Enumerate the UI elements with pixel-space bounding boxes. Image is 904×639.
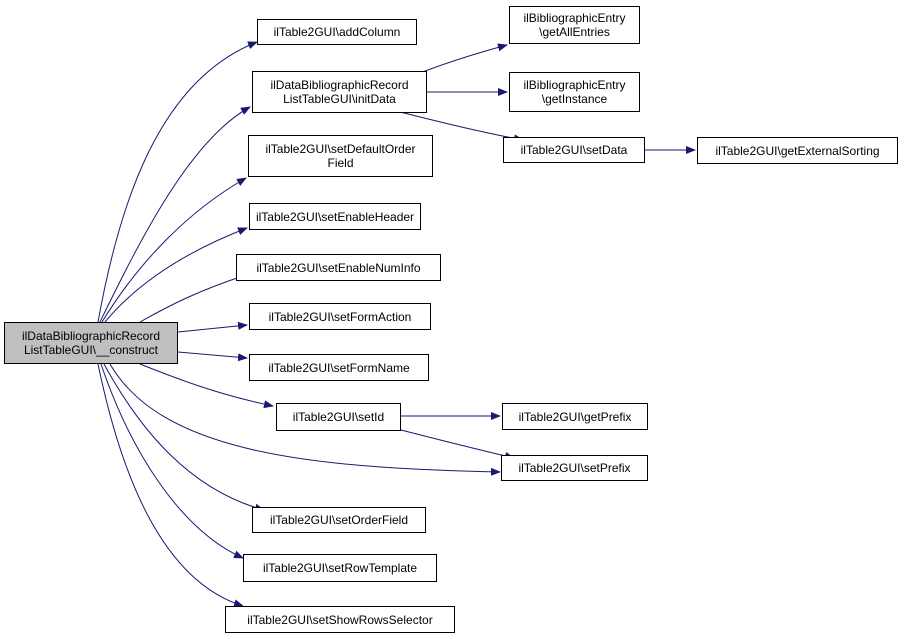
edge-construct-setEnableHeader bbox=[104, 227, 248, 323]
node-setDefaultOrderField[interactable]: ilTable2GUI\setDefaultOrder Field bbox=[248, 135, 433, 177]
node-setFormName[interactable]: ilTable2GUI\setFormName bbox=[249, 354, 429, 381]
edge-construct-setFormName bbox=[177, 351, 248, 362]
edge-setId-setPrefix bbox=[400, 429, 515, 460]
node-getPrefix[interactable]: ilTable2GUI\getPrefix bbox=[502, 403, 648, 430]
node-setPrefix[interactable]: ilTable2GUI\setPrefix bbox=[501, 455, 648, 481]
node-setData[interactable]: ilTable2GUI\setData bbox=[503, 137, 645, 163]
node-setFormAction[interactable]: ilTable2GUI\setFormAction bbox=[249, 303, 431, 330]
edge-construct-setEnableNumInfo bbox=[139, 273, 247, 323]
node-setEnableHeader[interactable]: ilTable2GUI\setEnableHeader bbox=[249, 203, 421, 230]
edge-construct-setOrderField bbox=[103, 363, 265, 512]
node-getExternalSorting[interactable]: ilTable2GUI\getExternalSorting bbox=[697, 137, 898, 164]
node-getInstance[interactable]: ilBibliographicEntry \getInstance bbox=[509, 72, 640, 112]
edge-construct-setPrefix bbox=[109, 363, 501, 476]
node-setShowRowsSelector[interactable]: ilTable2GUI\setShowRowsSelector bbox=[225, 606, 455, 633]
node-setRowTemplate[interactable]: ilTable2GUI\setRowTemplate bbox=[243, 554, 437, 582]
edge-construct-addColumn bbox=[97, 41, 258, 323]
edge-construct-setId bbox=[139, 363, 274, 409]
node-setId[interactable]: ilTable2GUI\setId bbox=[276, 403, 401, 431]
edge-construct-setShowRows bbox=[97, 363, 244, 608]
edge-construct-initData bbox=[99, 106, 251, 323]
edge-initData-getAllEntries bbox=[414, 43, 508, 76]
node-setOrderField[interactable]: ilTable2GUI\setOrderField bbox=[252, 507, 426, 533]
node-construct: ilDataBibliographicRecord ListTableGUI\_… bbox=[4, 322, 178, 364]
edge-construct-setRowTemplate bbox=[100, 363, 244, 559]
node-setEnableNumInfo[interactable]: ilTable2GUI\setEnableNumInfo bbox=[236, 254, 441, 281]
node-getAllEntries[interactable]: ilBibliographicEntry \getAllEntries bbox=[509, 6, 640, 44]
edge-construct-setDefaultOrder bbox=[101, 177, 247, 323]
node-addColumn[interactable]: ilTable2GUI\addColumn bbox=[257, 19, 417, 45]
node-initData[interactable]: ilDataBibliographicRecord ListTableGUI\i… bbox=[252, 71, 427, 113]
edge-construct-setFormAction bbox=[177, 321, 248, 333]
